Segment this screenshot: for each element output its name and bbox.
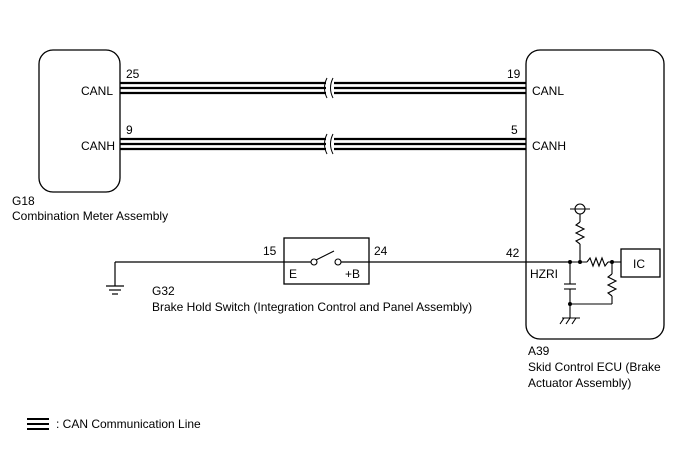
switch-terminal-e: E (289, 267, 297, 281)
pin-switch-b: 24 (374, 244, 388, 258)
pin-ecu-hzri: 42 (506, 246, 520, 260)
junction-dot (610, 260, 614, 264)
switch-connector-code: G32 (152, 284, 175, 298)
junction-dot (568, 260, 572, 264)
pin-meter-canh: 9 (126, 123, 133, 137)
ecu-hzri-label: HZRI (530, 267, 558, 281)
pin-ecu-canl: 19 (507, 67, 521, 81)
can-line-canh (120, 133, 526, 155)
meter-connector-code: G18 (12, 194, 35, 208)
series-resistor (586, 256, 609, 268)
ic-label: IC (633, 257, 645, 271)
meter-name: Combination Meter Assembly (12, 209, 168, 223)
meter-canl-label: CANL (81, 84, 113, 98)
pin-switch-e: 15 (263, 244, 277, 258)
combination-meter-box (38, 49, 121, 193)
ground-wire (114, 261, 284, 286)
switch-name: Brake Hold Switch (Integration Control a… (152, 300, 472, 314)
line-break-mark (324, 133, 328, 155)
can-line-canl (120, 77, 526, 99)
skid-control-ecu-box (525, 49, 665, 340)
ecu-name-line2: Actuator Assembly) (528, 376, 631, 390)
meter-canh-label: CANH (81, 139, 115, 153)
switch-terminal-b: +B (345, 267, 360, 281)
junction-dot (568, 302, 572, 306)
ic-box (620, 248, 661, 278)
pull-up-resistor (574, 221, 586, 245)
can-line-legend-symbol (27, 418, 49, 430)
pin-meter-canl: 25 (126, 67, 140, 81)
ground-symbol (106, 285, 124, 295)
pin-ecu-canh: 5 (511, 123, 518, 137)
pull-down-resistor (606, 273, 618, 297)
ecu-name-line1: Skid Control ECU (Brake (528, 360, 661, 374)
ecu-internal-circuit (559, 203, 621, 325)
legend-text: : CAN Communication Line (56, 417, 201, 431)
line-break-mark (324, 77, 328, 99)
junction-dot (578, 260, 582, 264)
ecu-connector-code: A39 (528, 344, 550, 358)
ecu-canl-label: CANL (532, 84, 564, 98)
ecu-canh-label: CANH (532, 139, 566, 153)
brake-hold-switch-box (283, 237, 370, 285)
switch-contact (284, 250, 369, 266)
